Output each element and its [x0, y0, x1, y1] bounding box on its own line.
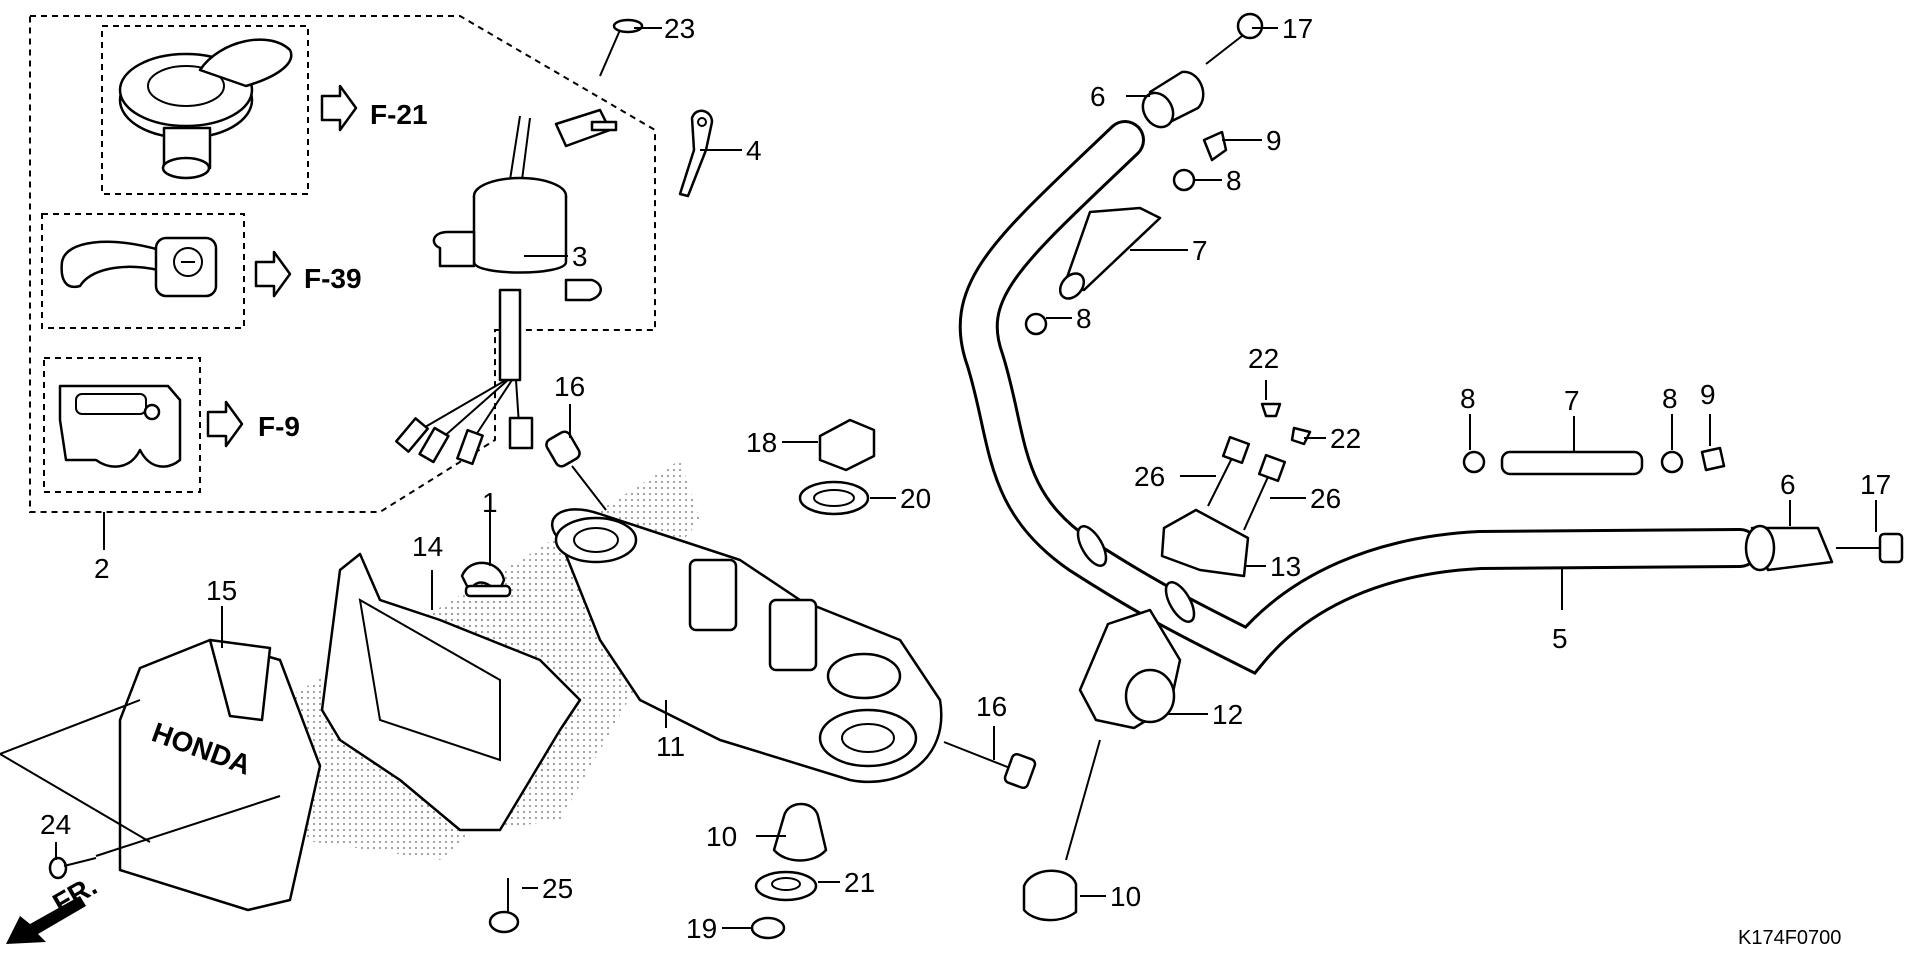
- ref-f21-label: F-21: [370, 99, 428, 130]
- callout-13: 13: [1270, 551, 1301, 582]
- top-bridge-part: [551, 508, 943, 784]
- lock-cover-part: [58, 384, 182, 468]
- bar-end-weight-right: [1744, 524, 1834, 572]
- callout-8-right-a: 8: [1460, 383, 1476, 414]
- nut-8-c: [1462, 450, 1486, 474]
- cover-15-leaders: [0, 699, 281, 857]
- callout-8-upper: 8: [1226, 165, 1242, 196]
- rubber-10-lower: [1022, 869, 1078, 922]
- callout-7-right: 7: [1564, 385, 1580, 416]
- bolt-26-b: [1243, 453, 1287, 531]
- diagram-code: K174F0700: [1738, 927, 1841, 949]
- ref-arrow-f9: [206, 400, 244, 448]
- subgroup-fuel-cap-box: [101, 25, 309, 195]
- ref-f9-label: F-9: [258, 411, 300, 442]
- callout-8-right-b: 8: [1662, 383, 1678, 414]
- lock-set-group-box: [29, 15, 656, 513]
- callout-18: 18: [746, 427, 777, 458]
- callout-4: 4: [746, 135, 762, 166]
- callout-leaders: [55, 27, 1877, 929]
- screw-24-part: [48, 856, 97, 880]
- callout-16-upper: 16: [554, 371, 585, 402]
- nut-8-b: [1024, 312, 1048, 336]
- ref-f39-label: F-39: [304, 263, 362, 294]
- callout-17-upper: 17: [1282, 13, 1313, 44]
- rubber-10-upper: [772, 802, 828, 862]
- callout-19: 19: [686, 913, 717, 944]
- nut-8-d: [1660, 450, 1684, 474]
- cover-14: [320, 552, 582, 832]
- cover-15: HONDA: [118, 638, 322, 912]
- callout-23: 23: [664, 13, 695, 44]
- callout-25: 25: [542, 873, 573, 904]
- callout-22-right: 22: [1330, 423, 1361, 454]
- callout-2: 2: [94, 553, 110, 584]
- callout-20: 20: [900, 483, 931, 514]
- fuel-cap-lock-part: [118, 38, 293, 180]
- washer-21: [754, 870, 818, 902]
- weight-rod-right-part: [1500, 450, 1644, 476]
- bolt-16-lower: [943, 741, 1037, 790]
- callout-6-right: 6: [1780, 469, 1796, 500]
- washer-20: [798, 480, 870, 516]
- key-part: [678, 109, 714, 198]
- clamp-1: [460, 561, 512, 598]
- cap-22-a: [1260, 402, 1282, 418]
- callout-7-upper: 7: [1192, 235, 1208, 266]
- callout-8-left: 8: [1076, 303, 1092, 334]
- callout-17-right: 17: [1860, 469, 1891, 500]
- seat-lock-part: [60, 236, 218, 298]
- callout-22-top: 22: [1248, 343, 1279, 374]
- bolt-16-upper: [545, 430, 607, 511]
- callout-21: 21: [844, 867, 875, 898]
- weight-rod-upper-part: [1058, 206, 1162, 300]
- callout-9-upper: 9: [1266, 125, 1282, 156]
- callout-9-right: 9: [1700, 379, 1716, 410]
- callout-15: 15: [206, 575, 237, 606]
- holder-upper-part: [1160, 508, 1250, 578]
- cap-22-b: [1290, 426, 1312, 446]
- holder-lower-part: [1065, 608, 1182, 861]
- callout-26-left: 26: [1134, 461, 1165, 492]
- ref-arrow-f39: [254, 250, 292, 298]
- screw-17-upper-part: [1205, 12, 1264, 65]
- clip-9-b: [1700, 446, 1726, 472]
- bolt-25-part: [488, 878, 520, 934]
- callout-12: 12: [1212, 699, 1243, 730]
- callout-14: 14: [412, 531, 443, 562]
- callout-24: 24: [40, 809, 71, 840]
- callout-labels: 23 4 3 2 1 14 15 16 16 11 18 20 10 21 19…: [40, 13, 1891, 944]
- clip-9-a: [1202, 130, 1228, 162]
- callout-5: 5: [1552, 623, 1568, 654]
- callout-10-lower: 10: [1110, 881, 1141, 912]
- bar-end-weight-upper: [1141, 70, 1205, 129]
- callout-6-upper: 6: [1090, 81, 1106, 112]
- handlebar-part: [958, 120, 1760, 675]
- screw-17-right-part: [1836, 532, 1904, 564]
- nut-19: [750, 916, 786, 940]
- callout-10-upper: 10: [706, 821, 737, 852]
- nut-8-a: [1172, 168, 1196, 192]
- callout-16-lower: 16: [976, 691, 1007, 722]
- screw-23-part: [599, 18, 644, 77]
- ignition-switch-part: [394, 108, 618, 466]
- ref-arrow-f21: [320, 84, 358, 132]
- nut-cap-18: [818, 418, 876, 472]
- callout-11: 11: [656, 731, 685, 762]
- bolt-26-a: [1207, 435, 1251, 507]
- callout-26-right: 26: [1310, 483, 1341, 514]
- callout-1: 1: [482, 487, 498, 518]
- subgroup-cover-box: [43, 357, 201, 493]
- subgroup-seat-lock-box: [41, 213, 245, 329]
- front-direction-arrow: [6, 896, 86, 944]
- callout-3: 3: [572, 241, 588, 272]
